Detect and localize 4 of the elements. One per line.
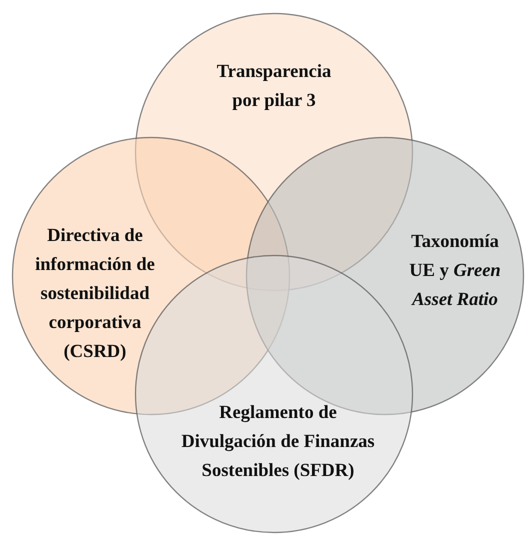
circle-label: Transparencia por pilar 3 (216, 61, 332, 113)
circle-label: Directiva de información de sostenibilidad corporativa (CSRD) (34, 225, 156, 364)
circle-label: Taxonomía UE y Green Asset Ratio (408, 231, 502, 312)
circle-label: Reglamento de Divulgación de Finanzas Sostenibles (SFDR) (180, 402, 376, 483)
